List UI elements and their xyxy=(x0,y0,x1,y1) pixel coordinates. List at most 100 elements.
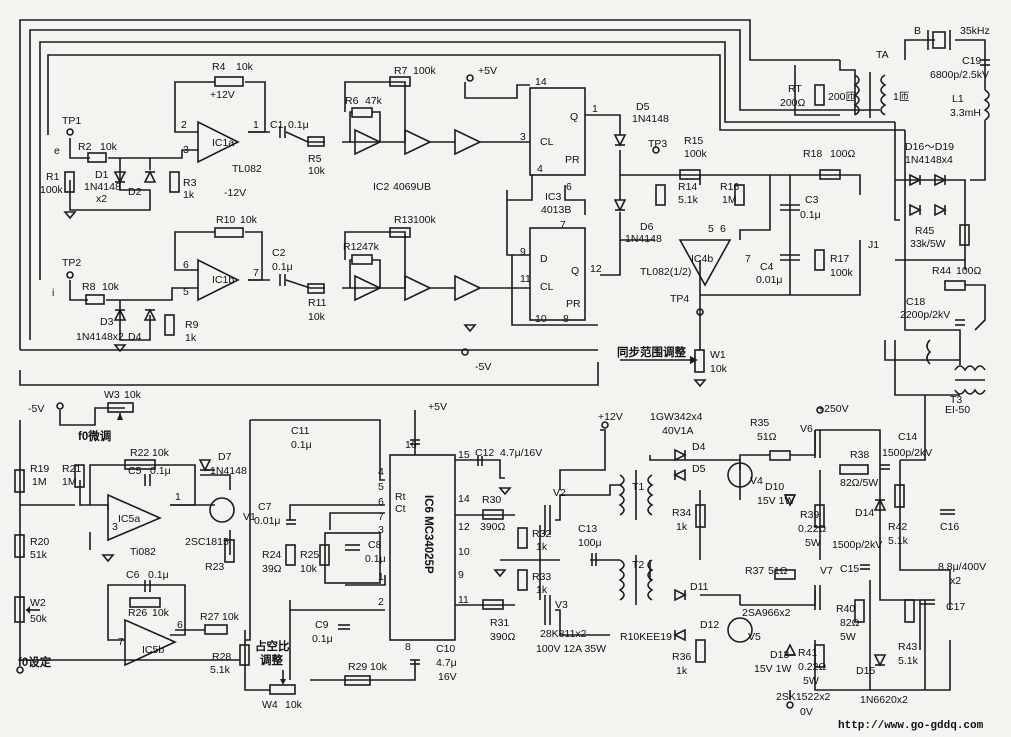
svg-text:10k: 10k xyxy=(370,661,388,673)
svg-text:L1: L1 xyxy=(952,93,964,105)
svg-text:+5V: +5V xyxy=(478,65,497,77)
svg-text:7: 7 xyxy=(378,511,384,523)
svg-text:14: 14 xyxy=(458,493,470,505)
svg-text:5: 5 xyxy=(378,481,384,493)
svg-text:100k: 100k xyxy=(413,65,437,77)
svg-text:D1: D1 xyxy=(95,169,109,181)
svg-text:R43: R43 xyxy=(898,641,917,653)
svg-text:C10: C10 xyxy=(436,643,455,655)
svg-text:TA: TA xyxy=(876,49,889,61)
svg-text:R36: R36 xyxy=(672,651,691,663)
svg-text:C13: C13 xyxy=(578,523,597,535)
svg-text:R33: R33 xyxy=(532,571,551,583)
svg-text:CL: CL xyxy=(540,281,554,293)
svg-text:D13: D13 xyxy=(770,649,789,661)
svg-text:R15: R15 xyxy=(684,135,703,147)
svg-text:e: e xyxy=(54,145,60,157)
svg-text:3: 3 xyxy=(520,131,526,143)
svg-text:10k: 10k xyxy=(710,363,728,375)
svg-text:0.22Ω: 0.22Ω xyxy=(798,661,826,673)
svg-text:0.1μ: 0.1μ xyxy=(800,209,821,221)
svg-text:R14: R14 xyxy=(678,181,697,193)
svg-text:10: 10 xyxy=(458,546,470,558)
svg-text:5.1k: 5.1k xyxy=(888,535,909,547)
svg-text:8: 8 xyxy=(405,641,411,653)
svg-text:10k: 10k xyxy=(308,165,326,177)
tp1-label: TP1 xyxy=(62,115,81,127)
svg-text:1N6620x2: 1N6620x2 xyxy=(860,694,908,706)
svg-text:4.7μ/16V: 4.7μ/16V xyxy=(500,447,542,459)
svg-text:调整: 调整 xyxy=(260,653,283,667)
svg-text:51Ω: 51Ω xyxy=(768,565,788,577)
svg-text:C14: C14 xyxy=(898,431,917,443)
svg-text:4069UB: 4069UB xyxy=(393,181,431,193)
svg-text:IC5b: IC5b xyxy=(142,644,164,656)
svg-text:R41: R41 xyxy=(798,647,817,659)
svg-text:+250V: +250V xyxy=(818,403,849,415)
svg-text:D5: D5 xyxy=(636,101,650,113)
svg-text:R25: R25 xyxy=(300,549,319,561)
ic5b-opamp xyxy=(124,618,177,667)
svg-text:3: 3 xyxy=(183,144,189,156)
svg-text:C6: C6 xyxy=(126,569,140,581)
svg-text:D3: D3 xyxy=(100,316,114,328)
svg-text:D11: D11 xyxy=(690,581,709,593)
svg-text:1: 1 xyxy=(253,119,259,131)
svg-text:D15: D15 xyxy=(856,665,875,677)
svg-text:9: 9 xyxy=(458,569,464,581)
r1-resistor xyxy=(64,171,75,193)
svg-text:6: 6 xyxy=(720,223,726,235)
svg-text:39Ω: 39Ω xyxy=(262,563,282,575)
svg-text:0.1μ: 0.1μ xyxy=(150,465,171,477)
svg-text:R31: R31 xyxy=(490,617,509,629)
svg-text:5W: 5W xyxy=(805,537,821,549)
sync-range-label: 同步范围调整 xyxy=(617,345,686,359)
svg-text:V7: V7 xyxy=(820,565,833,577)
svg-text:2SK1522x2: 2SK1522x2 xyxy=(776,691,830,703)
r3-resistor xyxy=(169,171,180,193)
svg-text:3.3mH: 3.3mH xyxy=(950,107,981,119)
svg-text:1k: 1k xyxy=(676,665,688,677)
tp2-terminal xyxy=(66,271,74,279)
svg-text:R28: R28 xyxy=(212,651,231,663)
svg-text:R4: R4 xyxy=(212,61,226,73)
r2-resistor xyxy=(87,152,107,163)
svg-text:51k: 51k xyxy=(30,549,48,561)
svg-text:0.1μ: 0.1μ xyxy=(312,633,333,645)
svg-text:6800p/2.5kV: 6800p/2.5kV xyxy=(930,69,989,81)
svg-text:R37: R37 xyxy=(745,565,764,577)
svg-text:50k: 50k xyxy=(30,613,48,625)
svg-text:6: 6 xyxy=(566,181,572,193)
svg-text:R1: R1 xyxy=(46,171,60,183)
svg-text:D4: D4 xyxy=(692,441,706,453)
svg-text:100k: 100k xyxy=(830,267,854,279)
svg-text:C2: C2 xyxy=(272,247,286,259)
svg-text:R20: R20 xyxy=(30,536,49,548)
svg-text:0.1μ: 0.1μ xyxy=(291,439,312,451)
svg-text:0V: 0V xyxy=(800,706,813,718)
svg-text:3: 3 xyxy=(378,524,384,536)
svg-text:V3: V3 xyxy=(555,599,568,611)
svg-text:5: 5 xyxy=(708,223,714,235)
svg-text:28K811x2: 28K811x2 xyxy=(540,628,587,640)
r7-resistor xyxy=(389,76,411,87)
svg-text:1k: 1k xyxy=(536,541,548,553)
svg-text:100k: 100k xyxy=(40,184,64,196)
svg-text:1M: 1M xyxy=(62,476,77,488)
svg-text:C17: C17 xyxy=(946,601,965,613)
svg-text:IC1a: IC1a xyxy=(212,137,234,149)
svg-text:R39: R39 xyxy=(800,509,819,521)
svg-text:10k: 10k xyxy=(285,699,303,711)
lower-components xyxy=(14,402,955,709)
svg-text:R23: R23 xyxy=(205,561,224,573)
svg-text:10k: 10k xyxy=(300,563,318,575)
svg-text:10k: 10k xyxy=(124,389,142,401)
svg-text:1: 1 xyxy=(175,491,181,503)
svg-text:R26: R26 xyxy=(128,607,147,619)
svg-text:1500p/2kV: 1500p/2kV xyxy=(832,539,882,551)
svg-text:x2: x2 xyxy=(950,575,961,587)
svg-text:2SA966x2: 2SA966x2 xyxy=(742,607,791,619)
svg-text:+12V: +12V xyxy=(210,89,235,101)
svg-text:R19: R19 xyxy=(30,463,49,475)
svg-text:Ct: Ct xyxy=(395,503,406,515)
